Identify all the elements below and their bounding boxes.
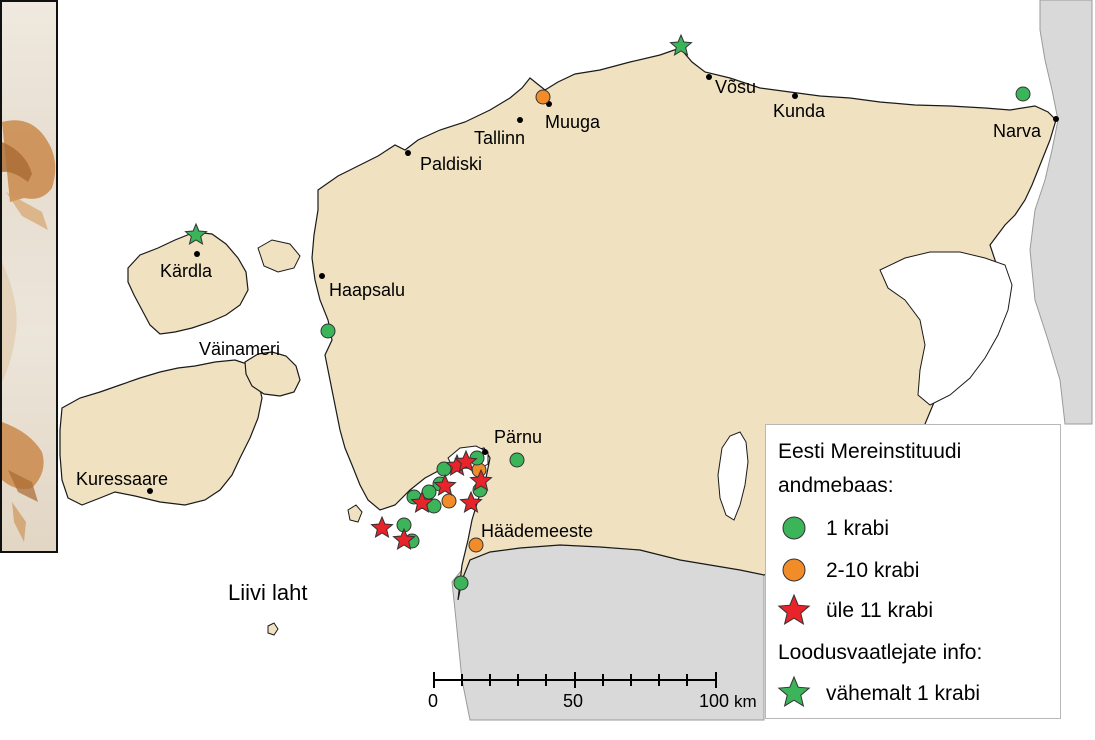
russia-land [1029,0,1093,425]
legend-one-crab: 1 krabi [826,517,890,540]
obs-green-10 [453,575,469,591]
city-dot-kuressaare [147,488,153,494]
legend-few-crabs: 2-10 krabi [826,559,920,582]
scale-label-0: 0 [428,691,439,711]
legend-many-crabs-icon [777,593,811,625]
observations-2-10 [441,89,551,553]
scale-label-100: 100 [699,691,730,711]
obs-green-haapsalu [320,323,336,339]
city-label-tallinn: Tallinn [474,128,526,148]
obs-red-star-8 [392,527,416,550]
city-label-muuga: Muuga [545,112,601,132]
city-label-haademeeste: Häädemeeste [481,521,594,541]
obs-red-star-7 [370,515,394,538]
city-dot-parnu [482,449,488,455]
legend-observers-icon [777,675,811,707]
city-dot-narva [1053,116,1059,122]
ruhnu-island [267,622,279,636]
vormsi-island [257,239,301,273]
city-label-haapsalu: Haapsalu [329,280,406,300]
observations-over-11 [370,449,493,550]
lake-peipus [879,251,1013,406]
legend-one-crab-icon [782,516,806,540]
obs-red-star-2 [454,449,478,472]
city-dot-kardla [194,251,200,257]
legend-title-line2: andmebaas: [778,474,894,497]
sea-label-vainameri: Väinameri [199,339,281,359]
city-label-narva: Narva [993,121,1042,141]
crab-photo-icon [2,120,56,542]
observers-reports [184,33,693,245]
obs-red-star-6 [459,490,483,513]
muhu-island [244,351,301,397]
obs-green-parnu-east [509,452,525,468]
scale-label-unit: km [734,692,757,711]
city-label-kunda: Kunda [773,101,826,121]
obs-orange-parnu-2 [441,493,457,509]
scale-label-50: 50 [563,691,584,711]
city-dot-haapsalu [319,273,325,279]
obs-red-star-3 [433,473,457,496]
legend-observers-item: vähemalt 1 krabi [826,682,981,705]
city-dot-kunda [792,93,798,99]
legend-few-crabs-icon [782,558,806,582]
city-label-paldiski: Paldiski [420,154,483,174]
city-label-kuressaare: Kuressaare [76,469,169,489]
lake-vortsjarv [717,431,749,521]
city-dot-tallinn [517,117,523,123]
crab-photo-inset [0,0,58,553]
observer-green-star-1 [669,33,693,56]
scale-bar [433,672,717,688]
legend-title-line1: Eesti Mereinstituudi [778,440,962,463]
sea-label-liivi-laht: Liivi laht [228,580,308,605]
observations-1 [320,86,1031,591]
legend-many-crabs: üle 11 krabi [826,599,934,622]
city-label-vosu: Võsu [715,77,757,97]
city-dot-paldiski [405,150,411,156]
legend-observers-title: Loodusvaatlejate info: [778,641,983,664]
obs-orange-muuga [535,89,551,105]
city-label-parnu: Pärnu [494,427,543,447]
saaremaa-island [59,359,263,506]
kihnu-island [347,504,363,523]
hiiumaa-island [127,231,249,335]
observer-green-star-2 [184,222,208,245]
obs-orange-haademeeste [468,537,484,553]
map-legend: Eesti Mereinstituudi andmebaas: 1 krabi … [765,424,1061,719]
obs-red-star-4 [469,468,493,491]
city-dot-vosu [706,74,712,80]
city-label-kardla: Kärdla [160,261,213,281]
obs-green-2 [436,461,452,477]
obs-green-narva [1015,86,1031,102]
obs-red-star-5 [410,490,434,513]
